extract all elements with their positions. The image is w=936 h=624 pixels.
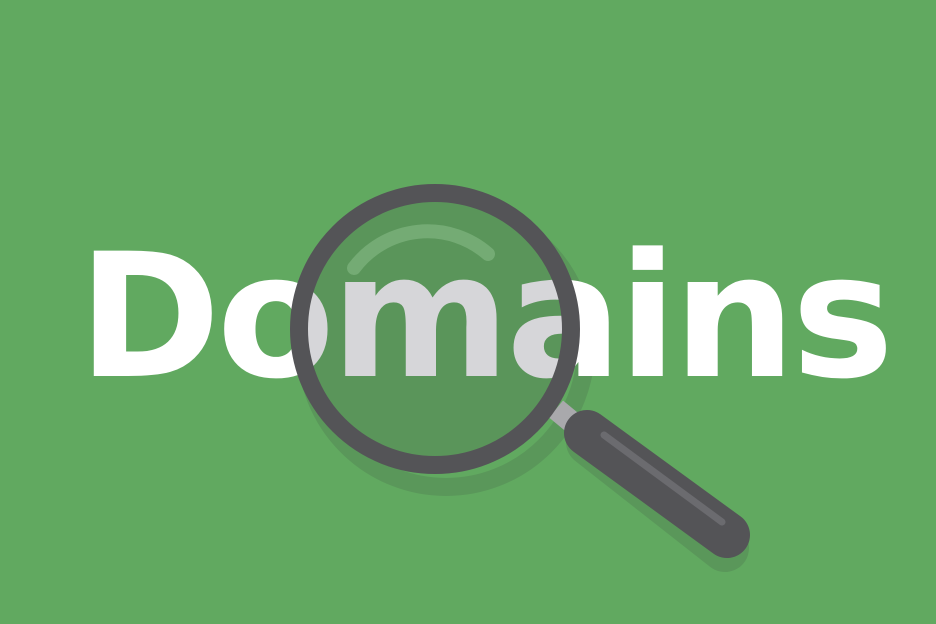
lens-glare [347,224,495,275]
lens-rim [290,184,580,474]
headline-under-lens: Domains [78,216,890,417]
handle-highlight [600,431,726,526]
magnifying-glass-icon [290,184,750,558]
magnifier-handle [564,410,750,558]
